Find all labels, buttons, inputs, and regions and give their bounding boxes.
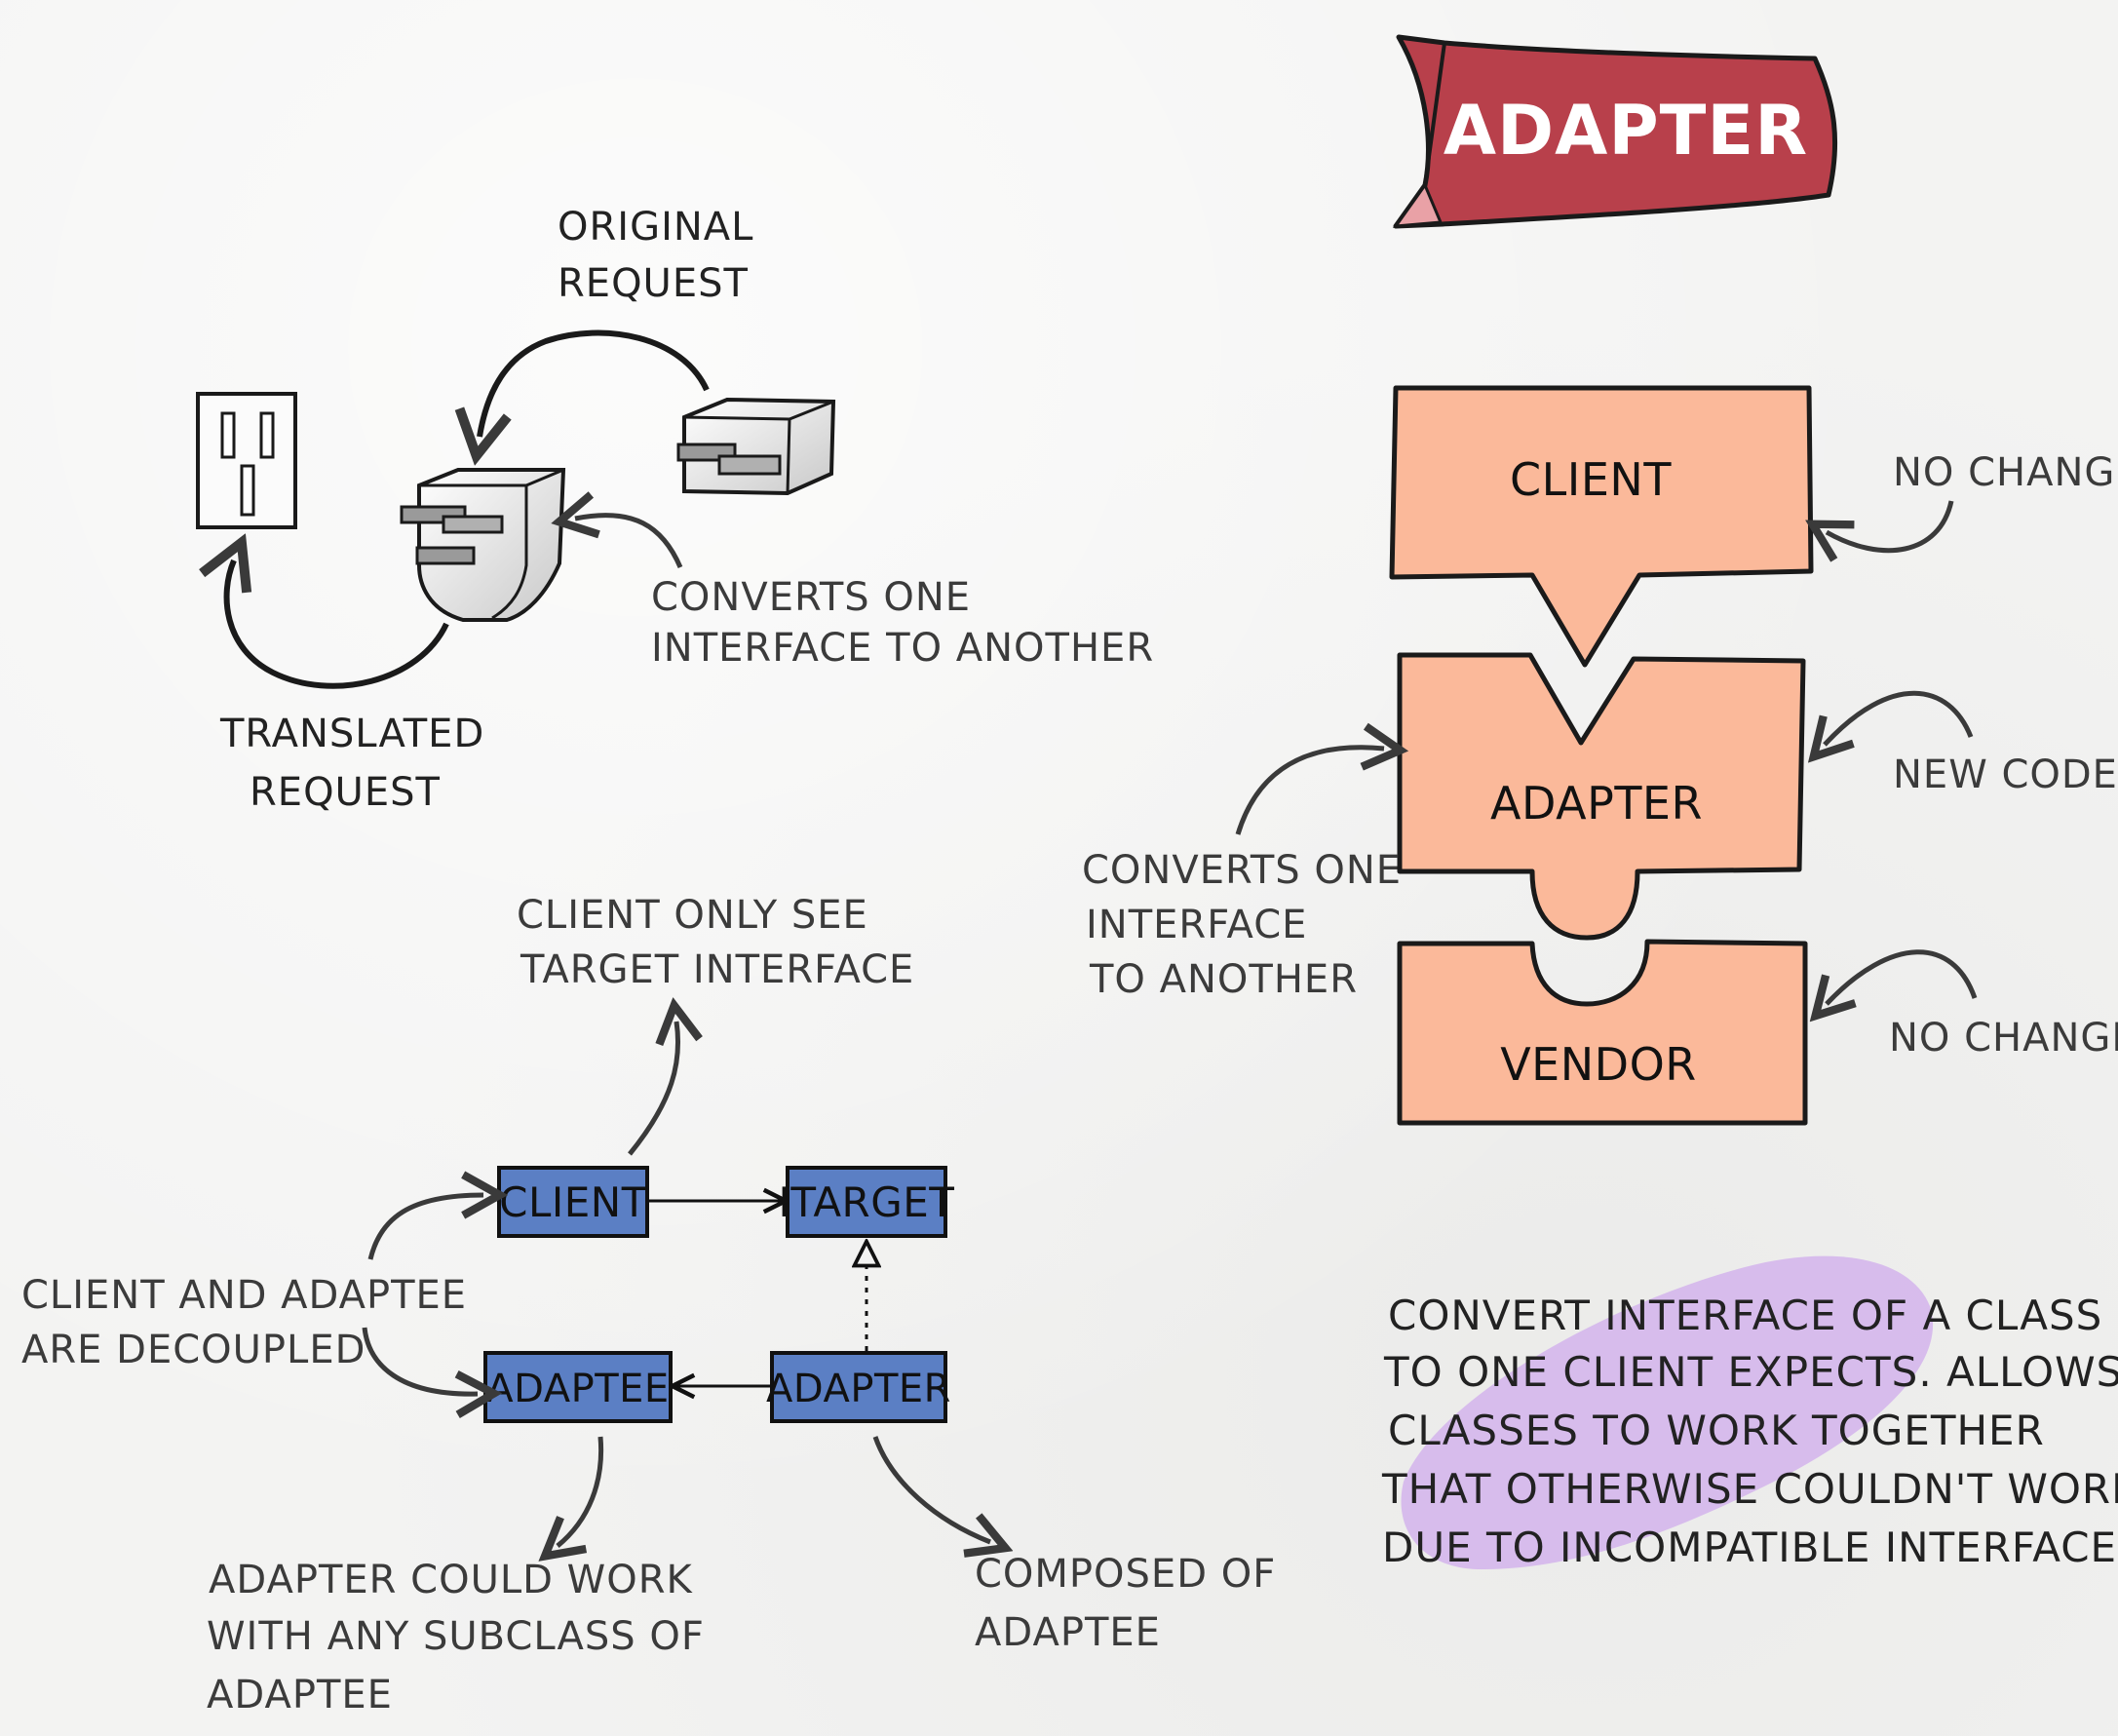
decoupled-bottom-arrow xyxy=(362,1327,478,1394)
uml-adaptee-box xyxy=(483,1351,673,1423)
composed-label-2: ADAPTEE xyxy=(975,1610,1161,1655)
title-banner: ADAPTER xyxy=(1392,34,1838,229)
puzzle-section: CLIENT ADAPTER VENDOR NO CHANGE NEW CODE… xyxy=(1082,385,2118,1126)
definition-line-3: CLASSES TO WORK TOGETHER xyxy=(1388,1407,2045,1454)
subclass-label-1: ADAPTER COULD WORK xyxy=(209,1558,693,1602)
uml-adapter-box xyxy=(770,1351,947,1423)
no-change-bottom-arrow xyxy=(1827,949,1978,1004)
uml-client-box xyxy=(497,1166,649,1238)
subclass-arrow xyxy=(558,1436,604,1546)
new-code-label: NEW CODE xyxy=(1893,752,2118,797)
client-sees-arrow xyxy=(628,1022,678,1156)
puzzle-adapter-label: ADAPTER xyxy=(1490,777,1703,829)
subclass-label-3: ADAPTEE xyxy=(207,1673,393,1717)
no-change-top-label: NO CHANGE xyxy=(1893,450,2118,495)
decoupled-label-2: ARE DECOUPLED xyxy=(21,1328,366,1372)
uml-adaptee-label: ADAPTEE xyxy=(486,1367,669,1411)
page-title: ADAPTER xyxy=(1444,91,1808,171)
definition-line-4: THAT OTHERWISE COULDN'T WORK xyxy=(1381,1465,2118,1513)
client-sees-label-2: TARGET INTERFACE xyxy=(520,947,914,992)
adapter-plug-icon xyxy=(400,468,566,622)
puzzle-converts-label-2: INTERFACE xyxy=(1086,903,1307,947)
translated-request-label-1: TRANSLATED xyxy=(219,712,484,756)
uml-section: CLIENT ITARGET ADAPTEE ADAPTER CLIENT ON… xyxy=(21,893,1276,1717)
translated-request-arrow xyxy=(227,560,449,689)
plug-converts-label-1: CONVERTS ONE xyxy=(651,575,971,620)
puzzle-converts-arrow xyxy=(1235,748,1384,835)
plug-section: ORIGINAL REQUEST TRANSLATED REQUEST CONV… xyxy=(196,205,1154,815)
composed-label-1: COMPOSED OF xyxy=(975,1552,1276,1597)
puzzle-client-label: CLIENT xyxy=(1510,453,1672,506)
translated-request-label-2: REQUEST xyxy=(250,770,441,815)
subclass-label-2: WITH ANY SUBCLASS OF xyxy=(207,1614,705,1659)
plug-converts-label-2: INTERFACE TO ANOTHER xyxy=(651,626,1154,671)
converts-arrow xyxy=(575,516,683,568)
definition-highlight xyxy=(1401,1255,1934,1569)
uml-itarget-label: ITARGET xyxy=(779,1178,955,1226)
decoupled-label-1: CLIENT AND ADAPTEE xyxy=(21,1273,467,1318)
definition-line-1: CONVERT INTERFACE OF A CLASS xyxy=(1388,1292,2102,1339)
composed-arrow xyxy=(872,1436,990,1542)
uml-adapter-label: ADAPTER xyxy=(766,1367,951,1411)
client-sees-label-1: CLIENT ONLY SEE xyxy=(517,893,868,938)
client-piece xyxy=(1389,385,1814,668)
no-change-top-arrow xyxy=(1827,500,1954,551)
new-code-arrow xyxy=(1825,690,1974,745)
plug-icon xyxy=(676,397,836,496)
definition-line-5: DUE TO INCOMPATIBLE INTERFACES xyxy=(1382,1524,2118,1571)
definition-line-2: TO ONE CLIENT EXPECTS. ALLOWS xyxy=(1383,1348,2118,1396)
decoupled-top-arrow xyxy=(367,1195,483,1260)
original-request-arrow xyxy=(480,329,710,437)
original-request-label-2: REQUEST xyxy=(558,261,749,306)
vendor-piece xyxy=(1397,939,1808,1126)
puzzle-converts-label-3: TO ANOTHER xyxy=(1089,957,1358,1002)
uml-client-label: CLIENT xyxy=(499,1178,647,1226)
puzzle-vendor-label: VENDOR xyxy=(1500,1038,1697,1091)
definition-block: CONVERT INTERFACE OF A CLASS TO ONE CLIE… xyxy=(1381,1255,2118,1571)
wall-outlet-icon xyxy=(196,392,297,529)
puzzle-converts-label-1: CONVERTS ONE xyxy=(1082,848,1402,893)
adapter-piece xyxy=(1397,652,1806,941)
no-change-bottom-label: NO CHANGE xyxy=(1889,1016,2118,1061)
original-request-label-1: ORIGINAL xyxy=(558,205,753,250)
